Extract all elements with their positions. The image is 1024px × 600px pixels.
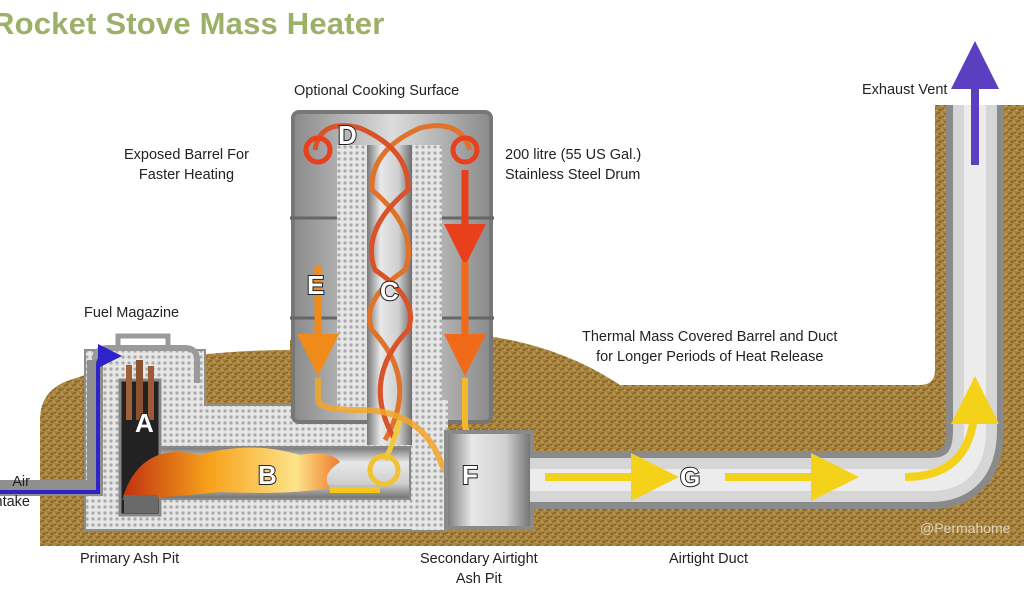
fuel-magazine-lid [92, 345, 200, 395]
letter-g: G [680, 462, 700, 492]
label-drum-line1: 200 litre (55 US Gal.) [505, 147, 642, 163]
label-thermal-mass: Thermal Mass Covered Barrel and Duct for… [582, 327, 837, 367]
label-air-intake-line1: Air [12, 474, 30, 490]
letter-f: F [462, 460, 478, 490]
secondary-ash-pit [444, 430, 534, 530]
label-airtight-duct: Airtight Duct [669, 551, 748, 567]
tunnel-curl [367, 453, 401, 487]
label-secondary-ash-pit-line1: Secondary Airtight [420, 551, 538, 567]
air-intake-pipe [0, 360, 103, 496]
label-air-intake-line2: Intake [0, 494, 30, 510]
label-fuel-magazine: Fuel Magazine [84, 305, 180, 321]
label-exposed-barrel-line1: Exposed Barrel For [124, 147, 249, 163]
label-air-intake: Air Intake [0, 472, 30, 512]
letter-a: A [135, 408, 154, 438]
watermark: @Permahome [920, 520, 1011, 536]
label-secondary-ash-pit: Secondary Airtight Ash Pit [420, 549, 538, 589]
label-thermal-mass-line2: for Longer Periods of Heat Release [596, 349, 824, 365]
letter-c: C [380, 276, 399, 306]
letter-b: B [258, 460, 277, 490]
label-drum: 200 litre (55 US Gal.) Stainless Steel D… [505, 145, 641, 185]
label-drum-line2: Stainless Steel Drum [505, 167, 641, 183]
letter-d: D [338, 120, 357, 150]
riser-insulation-left [337, 145, 367, 410]
riser-insulation-right [412, 145, 442, 410]
label-primary-ash-pit: Primary Ash Pit [80, 551, 180, 567]
label-exposed-barrel-line2: Faster Heating [138, 167, 235, 183]
label-thermal-mass-line1: Thermal Mass Covered Barrel and Duct [582, 329, 838, 345]
label-exposed-barrel: Exposed Barrel For Faster Heating [124, 145, 249, 185]
letter-e: E [307, 270, 324, 300]
label-cooking-surface: Optional Cooking Surface [294, 83, 460, 99]
air-intake-arrow [0, 344, 122, 494]
diagram-title: Rocket Stove Mass Heater [0, 6, 385, 41]
label-exhaust-vent: Exhaust Vent [862, 82, 948, 98]
curl-left [303, 135, 333, 165]
curl-right [450, 135, 480, 165]
label-secondary-ash-pit-line2: Ash Pit [455, 571, 502, 587]
duct-flow-arrow-3 [904, 376, 999, 481]
flame [122, 447, 340, 500]
